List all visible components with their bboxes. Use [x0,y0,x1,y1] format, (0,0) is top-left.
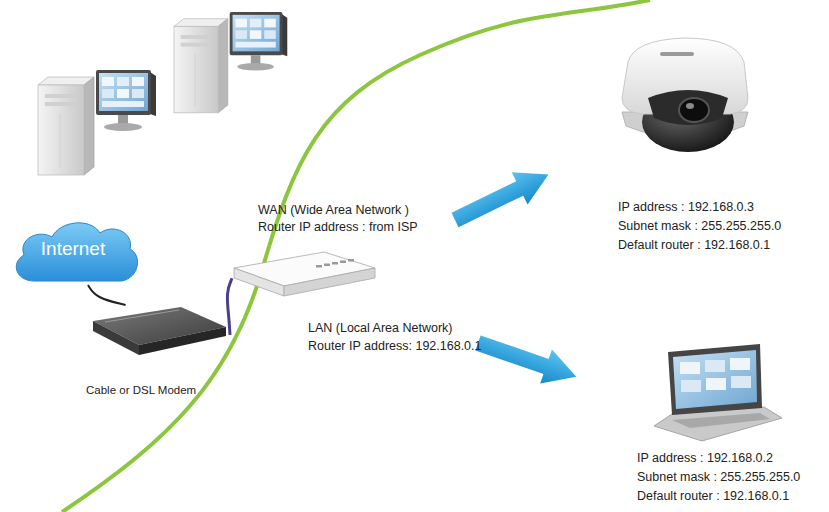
desktop-computer [38,70,156,175]
modem: Cable or DSL Modem [85,305,230,400]
node-text: LAN (Local Area Network) [308,321,453,336]
device-setting: Default router : 192.168.0.1 [637,489,789,504]
device-setting: IP address : 192.168.0.3 [618,200,754,215]
node-text: Router IP address: 192.168.0.1 [308,339,482,354]
modem-body [93,321,139,355]
device-setting: Subnet mask : 255.255.255.0 [618,219,781,234]
modem-highlight [105,310,179,322]
node-outline [85,305,230,365]
blue-arrow [472,326,582,394]
cable [88,285,126,305]
router: WAN (Wide Area Network ) Router IP addres… [230,200,460,360]
laptop [654,344,782,441]
router-led [324,264,330,267]
device-setting: Default router : 192.168.0.1 [618,238,770,253]
dome-camera [622,38,748,152]
node-text: Router IP address : from ISP [258,220,418,235]
node-text: Cable or DSL Modem [86,383,196,399]
node-text: Internet [10,237,136,260]
cable [227,278,232,335]
internet-cloud: Internet [10,215,140,285]
router-led [332,262,338,265]
router-body [234,268,284,296]
device-setting: Subnet mask : 255.255.255.0 [637,470,800,485]
node-text: WAN (Wide Area Network ) [258,203,409,218]
router-body [284,268,375,296]
router-led [348,259,354,262]
device-setting: IP address : 192.168.0.2 [637,451,773,466]
modem-body [139,327,226,355]
router-led [316,265,322,268]
desktop-computer [174,12,287,113]
node-outline [232,248,377,303]
blue-arrow [447,158,556,236]
router-led [340,261,346,264]
